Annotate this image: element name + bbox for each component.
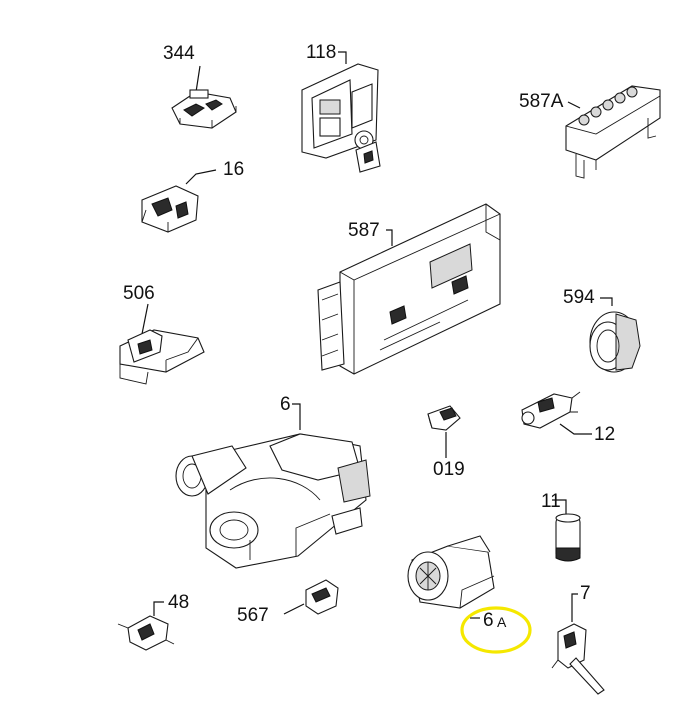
part-6A-drawing[interactable] [407, 535, 495, 619]
label-118: 118 [306, 42, 337, 63]
label-7: 7 [580, 583, 591, 604]
label-019: 019 [433, 459, 465, 480]
part-12-drawing[interactable] [521, 391, 592, 435]
label-587: 587 [348, 220, 380, 241]
part-587A-drawing[interactable] [565, 85, 661, 179]
part-506-drawing[interactable] [119, 303, 205, 385]
label-344: 344 [163, 43, 195, 64]
highlight-circle [460, 606, 532, 654]
label-594: 594 [563, 287, 595, 308]
label-587A: 587A [519, 91, 564, 112]
part-587-drawing[interactable] [317, 203, 501, 375]
label-12: 12 [594, 424, 616, 445]
label-6A-letter: A [497, 614, 507, 630]
part-019-drawing[interactable] [427, 405, 461, 458]
label-567: 567 [237, 605, 269, 626]
part-48-drawing[interactable] [117, 601, 175, 651]
label-506: 506 [123, 283, 155, 304]
label-16: 16 [223, 159, 245, 180]
part-6-drawing[interactable] [175, 403, 371, 569]
part-567-drawing[interactable] [283, 579, 339, 615]
label-6: 6 [280, 394, 291, 415]
label-48: 48 [168, 592, 190, 613]
part-344-drawing[interactable] [171, 65, 237, 129]
part-11-drawing[interactable] [552, 499, 581, 562]
part-594-drawing[interactable] [589, 297, 641, 373]
label-6A-number: 6 [483, 610, 494, 631]
part-118-drawing[interactable] [301, 51, 381, 173]
part-16-drawing[interactable] [141, 169, 217, 233]
part-7-drawing[interactable] [551, 593, 605, 695]
label-11: 11 [541, 491, 561, 512]
